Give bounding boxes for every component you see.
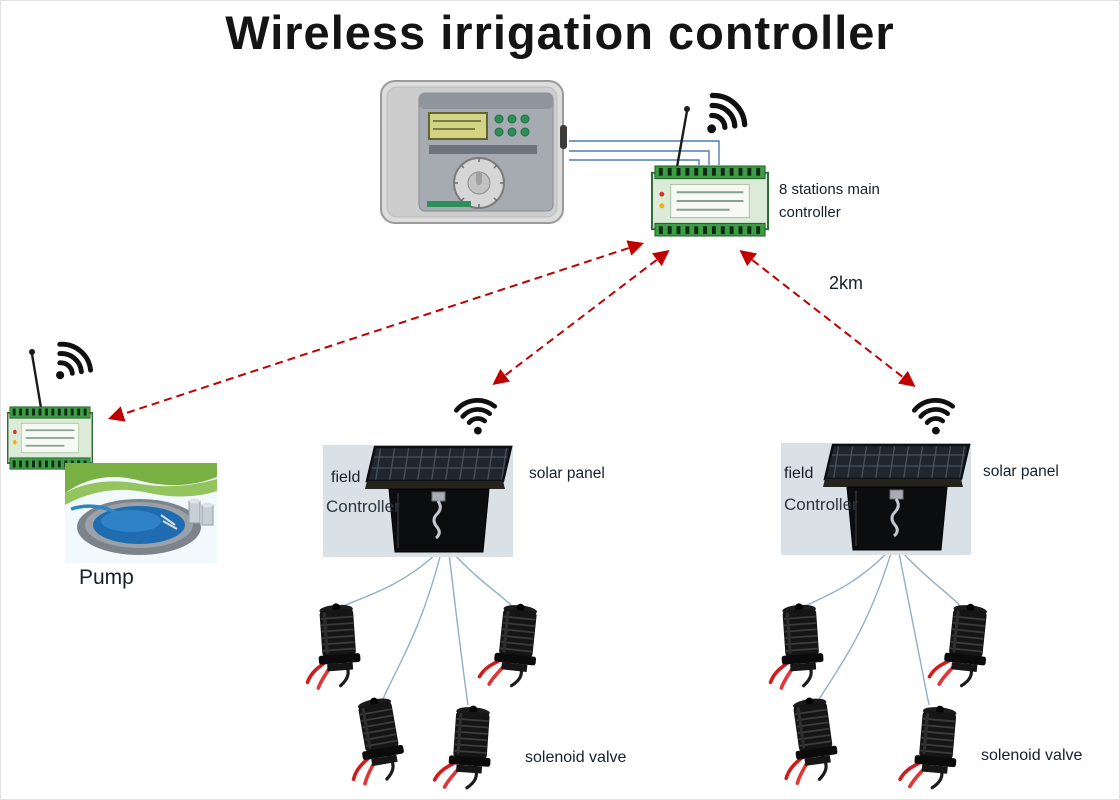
pump-pond-image bbox=[65, 463, 217, 563]
page-title: Wireless irrigation controller bbox=[225, 6, 895, 59]
antenna-tip bbox=[29, 349, 35, 355]
main-controller-module-image bbox=[651, 165, 769, 237]
solenoid-valve-label-2: solenoid valve bbox=[981, 747, 1083, 764]
solenoid-valve-label-1: solenoid valve bbox=[525, 749, 627, 766]
controller-label-1: Controller bbox=[326, 497, 400, 516]
antenna-icon bbox=[30, 110, 689, 409]
solar-panel-label-1: solar panel bbox=[529, 465, 605, 482]
field-label-1: field bbox=[331, 469, 361, 486]
solenoid-valve-image bbox=[300, 600, 365, 691]
controller-label-2: Controller bbox=[784, 495, 858, 514]
field-label-2: field bbox=[784, 465, 814, 482]
solenoid-valve-image bbox=[476, 598, 544, 691]
controller-wire-lines bbox=[569, 140, 720, 165]
solenoid-valve-image bbox=[897, 700, 963, 793]
pump-controller-module-image bbox=[7, 406, 93, 470]
solar-panel-label-2: solar panel bbox=[983, 463, 1059, 480]
wireless-link-arrows bbox=[107, 240, 916, 422]
wifi-icon-pump bbox=[34, 323, 111, 399]
solenoid-valve-image bbox=[773, 692, 843, 787]
wifi-icon-field-1 bbox=[446, 386, 507, 440]
pump-label: Pump bbox=[79, 566, 134, 589]
hunter-controller-image bbox=[380, 80, 567, 224]
wifi-icon-field-2 bbox=[904, 386, 965, 440]
solenoid-valve-image bbox=[432, 701, 497, 792]
solenoid-valve-image bbox=[926, 598, 994, 691]
solenoid-valve-image bbox=[338, 692, 411, 788]
valve-wire-lines bbox=[340, 552, 962, 706]
distance-label: 2km bbox=[829, 273, 864, 293]
main-controller-label: 8 stations main controller bbox=[779, 181, 880, 221]
solenoid-valve-image bbox=[763, 600, 828, 691]
wifi-icon-main bbox=[684, 73, 766, 155]
